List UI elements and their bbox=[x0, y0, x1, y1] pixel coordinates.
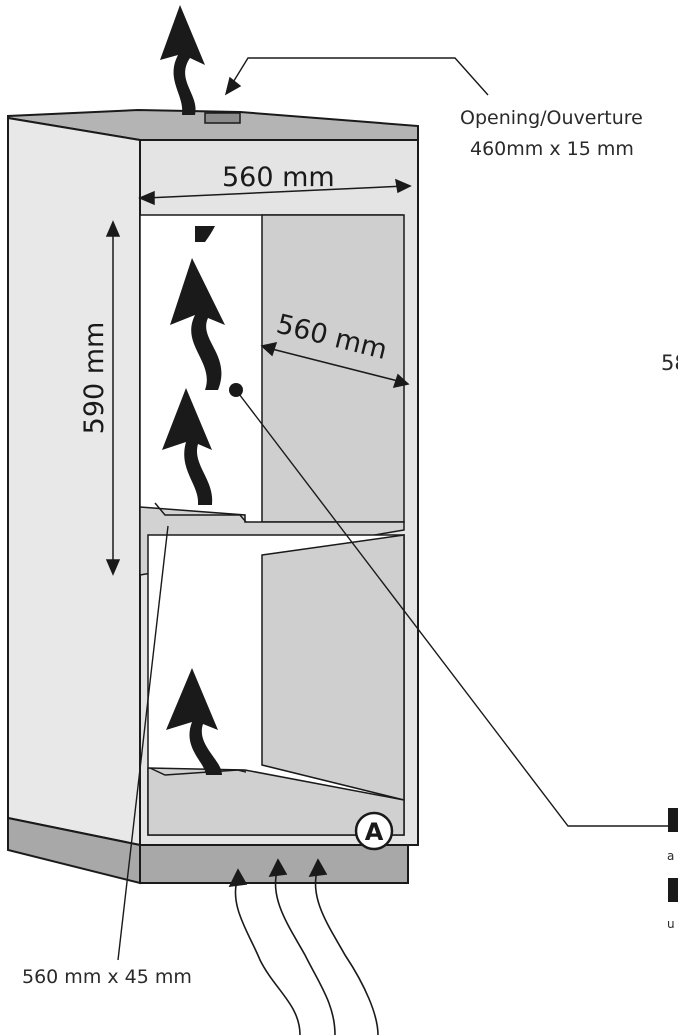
cabinet-plinth-front bbox=[139, 844, 409, 884]
partial-small-text-1: a bbox=[667, 849, 674, 863]
airflow-arrow-icon bbox=[162, 388, 213, 505]
lower-compartment-right-wall bbox=[261, 534, 405, 801]
partial-bold-mark-1 bbox=[668, 808, 678, 832]
height-dimension bbox=[105, 220, 121, 576]
airflow-arrow-icon bbox=[160, 5, 205, 115]
width-label: 560 mm bbox=[222, 162, 335, 193]
opening-label-line1: Opening/Ouverture bbox=[460, 107, 643, 129]
marker-a-circle bbox=[354, 811, 394, 851]
width-dimension bbox=[138, 178, 412, 206]
bottom-vent-label: 560 mm x 45 mm bbox=[22, 966, 192, 988]
partial-right-label: 58 bbox=[661, 351, 678, 375]
lower-shelf-vent-notch bbox=[149, 767, 247, 776]
airflow-arrow-icon bbox=[166, 668, 222, 775]
depth-dimension bbox=[260, 341, 410, 389]
upper-shelf-vent-notch bbox=[154, 502, 247, 523]
cabinet-left-side bbox=[7, 116, 141, 847]
airflow-arrows bbox=[160, 5, 225, 775]
opening-label-line2: 460mm x 15 mm bbox=[470, 138, 634, 160]
height-label: 590 mm bbox=[79, 322, 110, 435]
partial-small-text-2: u bbox=[667, 917, 675, 931]
airflow-arrow-icon bbox=[170, 258, 225, 390]
top-opening-slot bbox=[204, 112, 241, 124]
center-point-leader bbox=[235, 389, 678, 827]
bottom-vent-leader bbox=[117, 525, 169, 961]
incoming-air-lines bbox=[228, 858, 379, 1035]
partial-bold-mark-2 bbox=[668, 878, 678, 902]
airflow-arrow-icon bbox=[195, 226, 215, 242]
lower-shelf bbox=[147, 767, 405, 836]
marker-a-letter: A bbox=[365, 818, 384, 846]
opening-leader bbox=[224, 57, 489, 96]
upper-compartment-right-wall bbox=[261, 214, 405, 523]
